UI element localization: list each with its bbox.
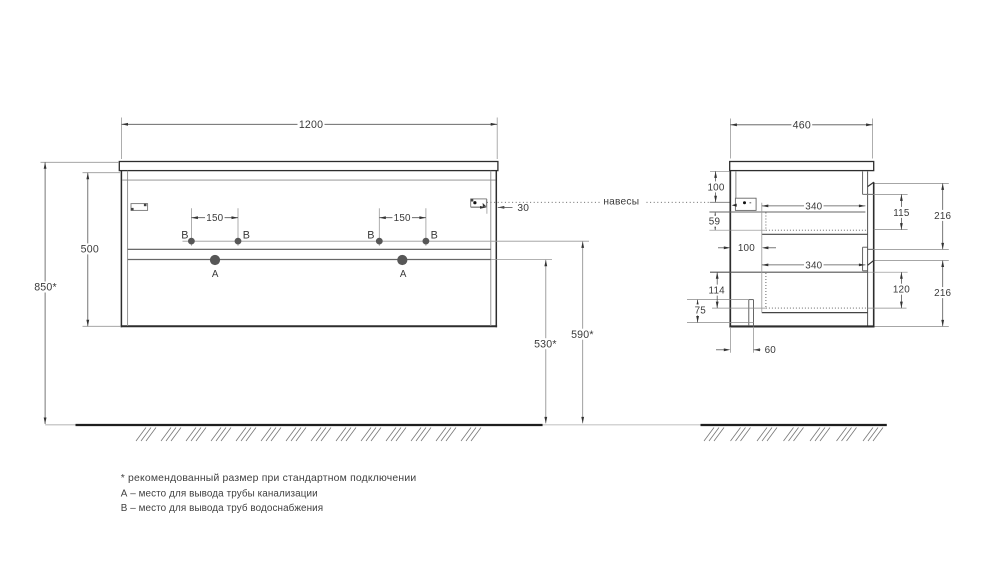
svg-text:30: 30 xyxy=(517,203,529,214)
svg-text:100: 100 xyxy=(738,243,755,254)
svg-text:B: B xyxy=(181,230,188,242)
svg-text:500: 500 xyxy=(81,244,99,256)
svg-text:А – место для вывода трубы кан: А – место для вывода трубы канализации xyxy=(121,488,318,499)
svg-text:навесы: навесы xyxy=(603,197,639,208)
svg-text:216: 216 xyxy=(934,211,951,222)
svg-text:850*: 850* xyxy=(34,282,57,294)
svg-text:340: 340 xyxy=(805,260,822,271)
svg-text:115: 115 xyxy=(893,208,910,219)
svg-text:100: 100 xyxy=(707,182,724,193)
svg-text:B: B xyxy=(367,230,374,242)
svg-text:60: 60 xyxy=(765,345,777,356)
svg-text:B: B xyxy=(431,230,438,242)
svg-text:590*: 590* xyxy=(571,329,594,341)
svg-text:114: 114 xyxy=(709,285,726,296)
svg-text:216: 216 xyxy=(934,288,951,299)
svg-text:59: 59 xyxy=(709,217,721,228)
svg-text:В – место для вывода труб водо: В – место для вывода труб водоснабжения xyxy=(121,503,324,514)
svg-text:B: B xyxy=(243,230,250,242)
svg-text:340: 340 xyxy=(805,201,822,212)
svg-text:1200: 1200 xyxy=(299,119,323,131)
svg-text:150: 150 xyxy=(206,213,223,224)
svg-text:120: 120 xyxy=(893,285,910,296)
svg-text:150: 150 xyxy=(394,213,411,224)
svg-text:A: A xyxy=(400,269,407,280)
svg-text:530*: 530* xyxy=(534,338,557,350)
svg-text:* рекомендованный размер при с: * рекомендованный размер при стандартном… xyxy=(121,473,417,484)
svg-text:A: A xyxy=(212,269,219,280)
svg-text:75: 75 xyxy=(695,305,707,316)
svg-text:460: 460 xyxy=(793,119,811,131)
